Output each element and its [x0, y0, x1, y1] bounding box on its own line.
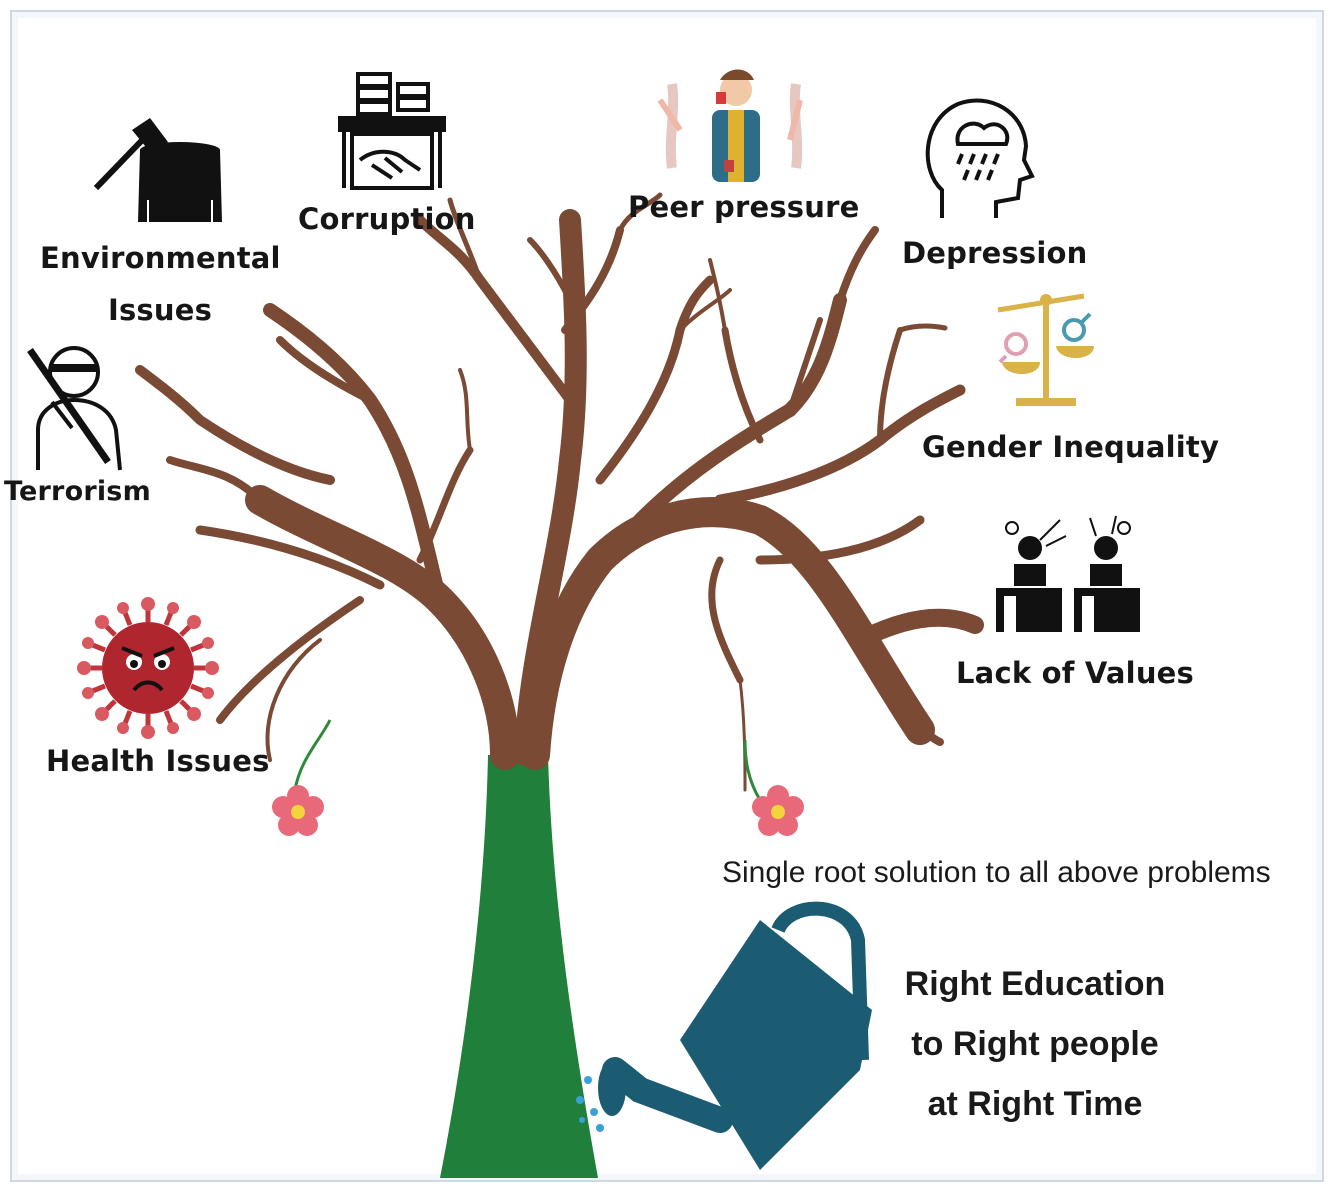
- watering-can-icon: [576, 901, 872, 1170]
- label-gender-inequality: Gender Inequality: [922, 430, 1220, 464]
- flower-stem-left: [293, 719, 332, 791]
- label-lack-of-values: Lack of Values: [956, 656, 1195, 690]
- angry-virus-icon: [77, 597, 219, 739]
- label-peer-pressure: Peer pressure: [628, 190, 860, 224]
- solution-line-3: at Right Time: [927, 1085, 1143, 1123]
- gender-scale-icon: [997, 293, 1094, 406]
- arguing-coworkers-icon: [996, 515, 1140, 632]
- axe-stump-icon: [93, 118, 222, 222]
- terrorist-soldier-icon: [27, 346, 122, 471]
- solution-line-1: Right Education: [904, 965, 1166, 1003]
- tree-branches: [135, 192, 984, 792]
- label-depression: Depression: [902, 236, 1088, 270]
- label-terrorism: Terrorism: [4, 476, 151, 507]
- solution-line-2: to Right people: [911, 1025, 1159, 1063]
- label-environmental-issues: Environmental Issues: [40, 241, 281, 327]
- flower-right-icon: [752, 785, 804, 836]
- peer-pressure-person-icon: [657, 69, 803, 182]
- bribery-handshake-icon: [338, 72, 446, 190]
- solution-text: Right Education to Right people at Right…: [880, 954, 1190, 1134]
- solution-caption: Single root solution to all above proble…: [722, 856, 1271, 889]
- depression-head-icon: [925, 98, 1035, 218]
- label-health-issues: Health Issues: [46, 744, 270, 778]
- flower-stem-right: [743, 739, 762, 801]
- flower-left-icon: [272, 785, 324, 836]
- label-corruption: Corruption: [298, 202, 476, 236]
- tree-trunk: [440, 755, 598, 1178]
